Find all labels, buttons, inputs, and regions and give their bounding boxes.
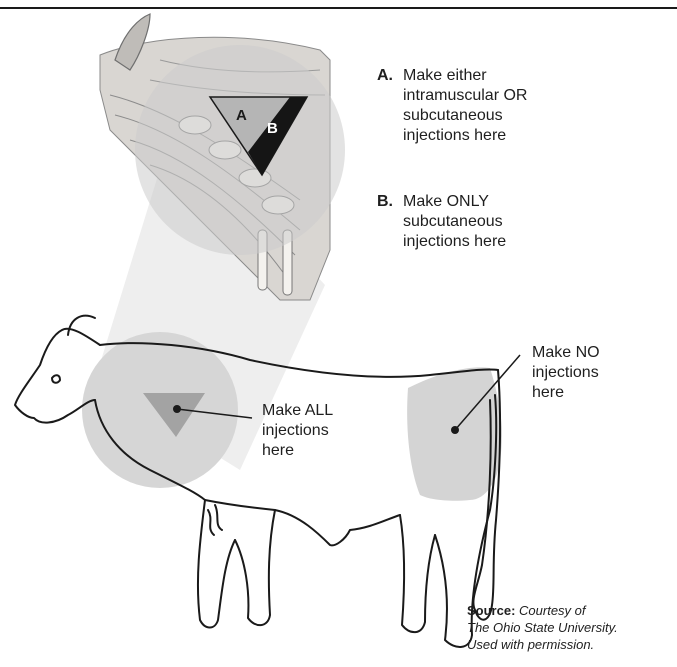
- legend-text-a: Make either intramuscular OR subcutaneou…: [403, 66, 527, 146]
- legend-item-b: B. Make ONLY subcutaneous injections her…: [377, 192, 506, 252]
- source-line-2: The Ohio State University.: [467, 620, 618, 635]
- legend-letter-a: A.: [377, 66, 403, 146]
- triangle-label-a: A: [236, 107, 247, 124]
- source-line-3: Used with permission.: [467, 637, 594, 652]
- legend-item-a: A. Make either intramuscular OR subcutan…: [377, 66, 527, 146]
- callout-all-injections: Make ALL injections here: [262, 401, 333, 461]
- magnifier-circle: [135, 45, 345, 255]
- source-line-1: Courtesy of: [519, 603, 585, 618]
- source-label: Source:: [467, 603, 515, 618]
- legend-text-b: Make ONLY subcutaneous injections here: [403, 192, 506, 252]
- source-credit: Source: Courtesy of The Ohio State Unive…: [467, 602, 667, 653]
- callout-no-injections: Make NO injections here: [532, 343, 600, 403]
- triangle-label-b: B: [267, 120, 278, 137]
- hindquarter-zone: [407, 367, 502, 500]
- legend-letter-b: B.: [377, 192, 403, 252]
